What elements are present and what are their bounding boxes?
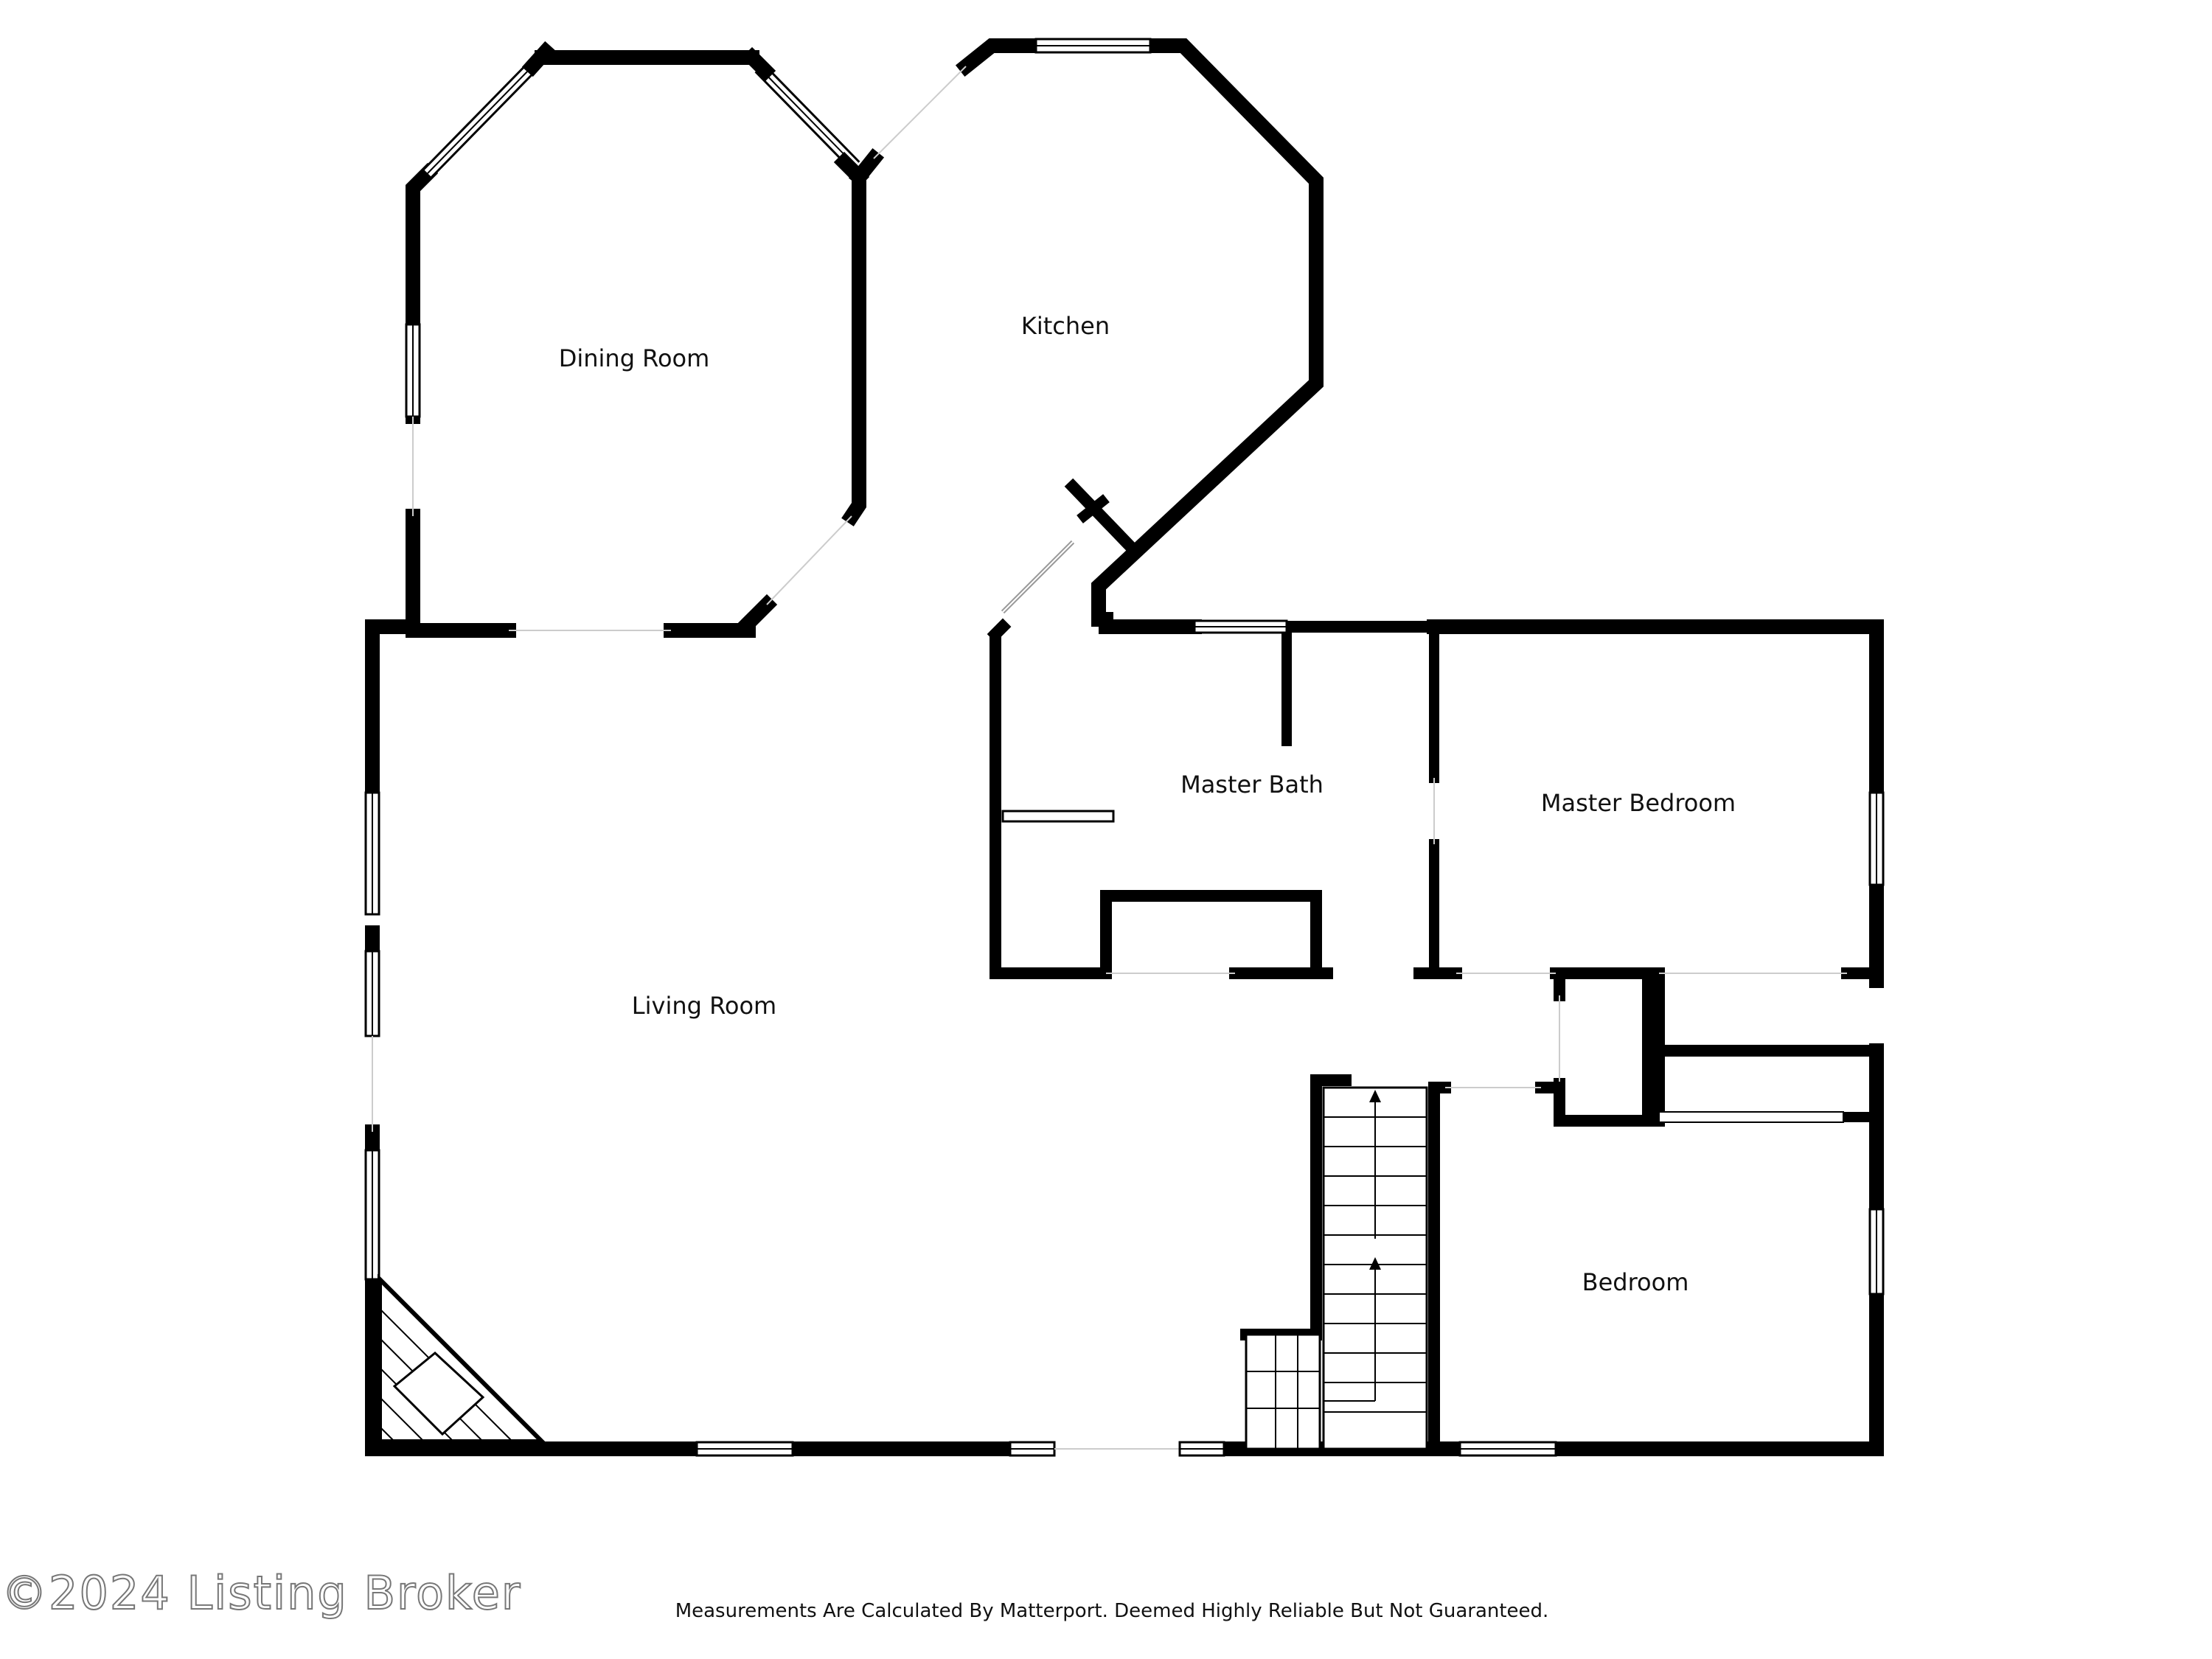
kitchen-walls: [833, 38, 1324, 627]
master-bedroom-walls: [1427, 619, 1884, 1127]
bedroom-windows: [1445, 1087, 1885, 1457]
bedroom-label: Bedroom: [1582, 1268, 1689, 1296]
dining-room-windows: [405, 41, 860, 418]
disclaimer-text: Measurements Are Calculated By Matterpor…: [675, 1600, 1549, 1622]
living-room-walls: [365, 619, 1453, 1456]
fireplace: [378, 1273, 548, 1444]
staircase: [1240, 1074, 1428, 1450]
watermark: ©2024 Listing Broker: [1, 1566, 521, 1620]
master-bath-label: Master Bath: [1180, 771, 1324, 799]
master-bedroom-windows: [1456, 791, 1885, 1084]
kitchen-windows: [873, 38, 1152, 614]
living-room-windows: [364, 791, 1225, 1457]
bedroom-walls: [1428, 1043, 1884, 1456]
kitchen-label: Kitchen: [1021, 312, 1110, 340]
living-room-label: Living Room: [632, 992, 776, 1020]
master-bath-walls: [987, 612, 1440, 979]
master-bath-windows: [1106, 619, 1435, 974]
master-bedroom-label: Master Bedroom: [1541, 789, 1736, 817]
dining-room-openings: [412, 417, 852, 631]
dining-room-label: Dining Room: [559, 344, 710, 372]
